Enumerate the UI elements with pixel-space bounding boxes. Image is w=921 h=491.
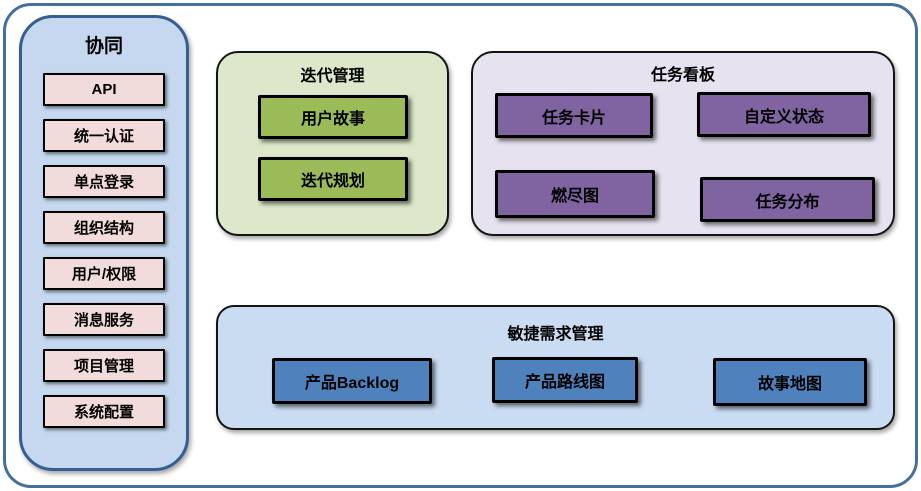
sidebar-item-unified-auth: 统一认证 bbox=[43, 119, 165, 152]
sidebar-item-system-config: 系统配置 bbox=[43, 395, 165, 428]
diagram-outer-frame: 协同 API 统一认证 单点登录 组织结构 用户/权限 消息服务 项目管理 系统… bbox=[3, 3, 918, 488]
sidebar-item-message-service: 消息服务 bbox=[43, 303, 165, 336]
item-story-map: 故事地图 bbox=[713, 358, 867, 406]
item-iteration-planning: 迭代规划 bbox=[258, 157, 408, 201]
item-custom-status: 自定义状态 bbox=[697, 92, 871, 137]
group-agile-title: 敏捷需求管理 bbox=[507, 326, 604, 343]
group-task-kanban: 任务看板 任务卡片 自定义状态 燃尽图 任务分布 bbox=[471, 51, 895, 236]
item-task-card: 任务卡片 bbox=[495, 93, 653, 138]
item-product-roadmap: 产品路线图 bbox=[492, 357, 638, 403]
sidebar-item-org-structure: 组织结构 bbox=[43, 211, 165, 244]
sidebar-item-project-management: 项目管理 bbox=[43, 349, 165, 382]
group-iteration-management: 迭代管理 用户故事 迭代规划 bbox=[216, 51, 449, 236]
sidebar-title: 协同 bbox=[84, 36, 123, 57]
item-task-distribution: 任务分布 bbox=[700, 177, 875, 222]
group-kanban-title: 任务看板 bbox=[650, 67, 715, 84]
item-user-story: 用户故事 bbox=[258, 95, 408, 139]
sidebar-item-sso: 单点登录 bbox=[43, 165, 165, 198]
sidebar-item-list: API 统一认证 单点登录 组织结构 用户/权限 消息服务 项目管理 系统配置 bbox=[22, 73, 186, 428]
item-product-backlog: 产品Backlog bbox=[272, 358, 432, 404]
sidebar-item-user-permissions: 用户/权限 bbox=[43, 257, 165, 290]
item-burndown-chart: 燃尽图 bbox=[495, 170, 655, 218]
group-iteration-title: 迭代管理 bbox=[300, 68, 365, 85]
sidebar-item-api: API bbox=[43, 73, 165, 106]
group-agile-requirements: 敏捷需求管理 产品Backlog 产品路线图 故事地图 bbox=[216, 305, 895, 430]
sidebar-collaboration: 协同 API 统一认证 单点登录 组织结构 用户/权限 消息服务 项目管理 系统… bbox=[19, 15, 189, 471]
